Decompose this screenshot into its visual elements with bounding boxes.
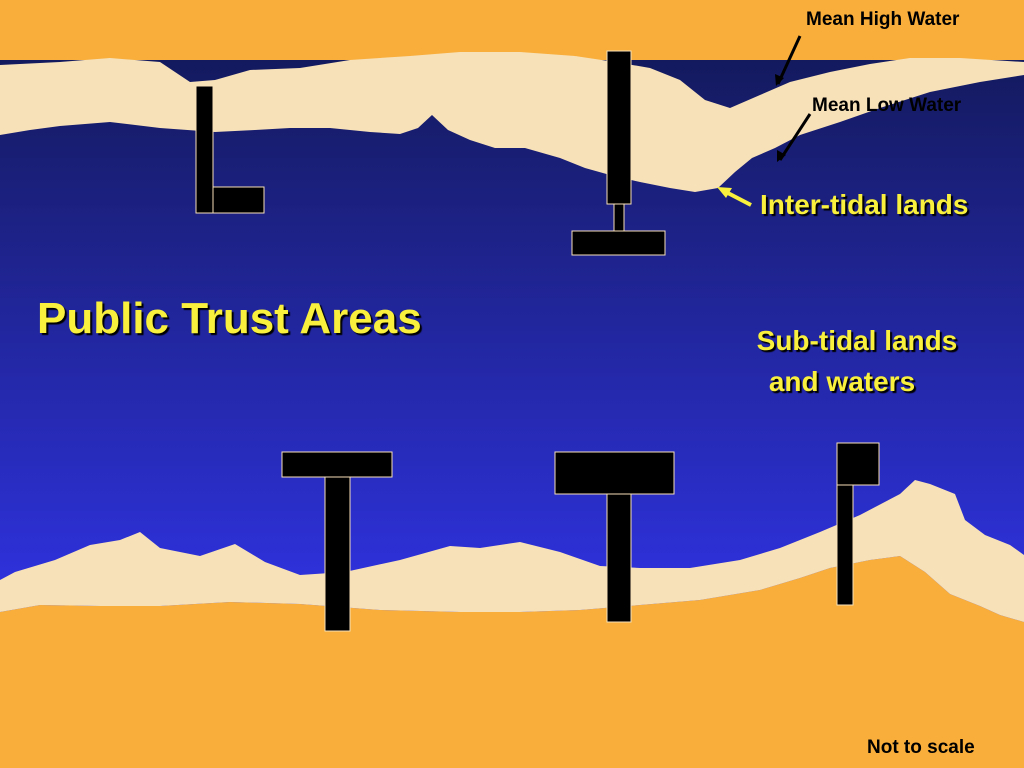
page-title: Public Trust Areas xyxy=(37,294,422,343)
small-dock-head xyxy=(836,442,880,486)
t-dock-top-head xyxy=(571,230,666,256)
t-dock-top-connector xyxy=(613,203,625,233)
mean-low-water-pointer xyxy=(778,113,812,161)
l-dock-pier xyxy=(195,85,214,214)
l-dock-platform xyxy=(212,186,265,214)
intertidal-arrowhead xyxy=(717,187,732,198)
bottom-intertidal-band xyxy=(0,480,1024,622)
intertidal-label: Inter-tidal lands xyxy=(760,189,969,220)
subtidal-label-line1: Sub-tidal lands xyxy=(756,325,958,356)
bottom-upland-shore xyxy=(0,556,1024,768)
t-dock-left-pier xyxy=(324,476,351,632)
mean-high-water-label: Mean High Water xyxy=(806,9,960,30)
small-dock-pier xyxy=(836,484,854,606)
t-dock-top-pier xyxy=(606,50,632,205)
mean-high-water-arrowhead xyxy=(775,74,784,86)
t-dock-left-head xyxy=(281,451,393,478)
mean-low-water-label: Mean Low Water xyxy=(812,95,962,116)
t-dock-center-pier xyxy=(606,493,632,623)
top-intertidal-band xyxy=(0,52,1024,192)
mean-high-water-pointer xyxy=(776,35,802,85)
t-dock-center-head xyxy=(554,451,675,495)
scale-note: Not to scale xyxy=(867,737,975,758)
mean-low-water-arrowhead xyxy=(777,150,786,162)
subtidal-label-line2: and waters xyxy=(768,366,916,397)
